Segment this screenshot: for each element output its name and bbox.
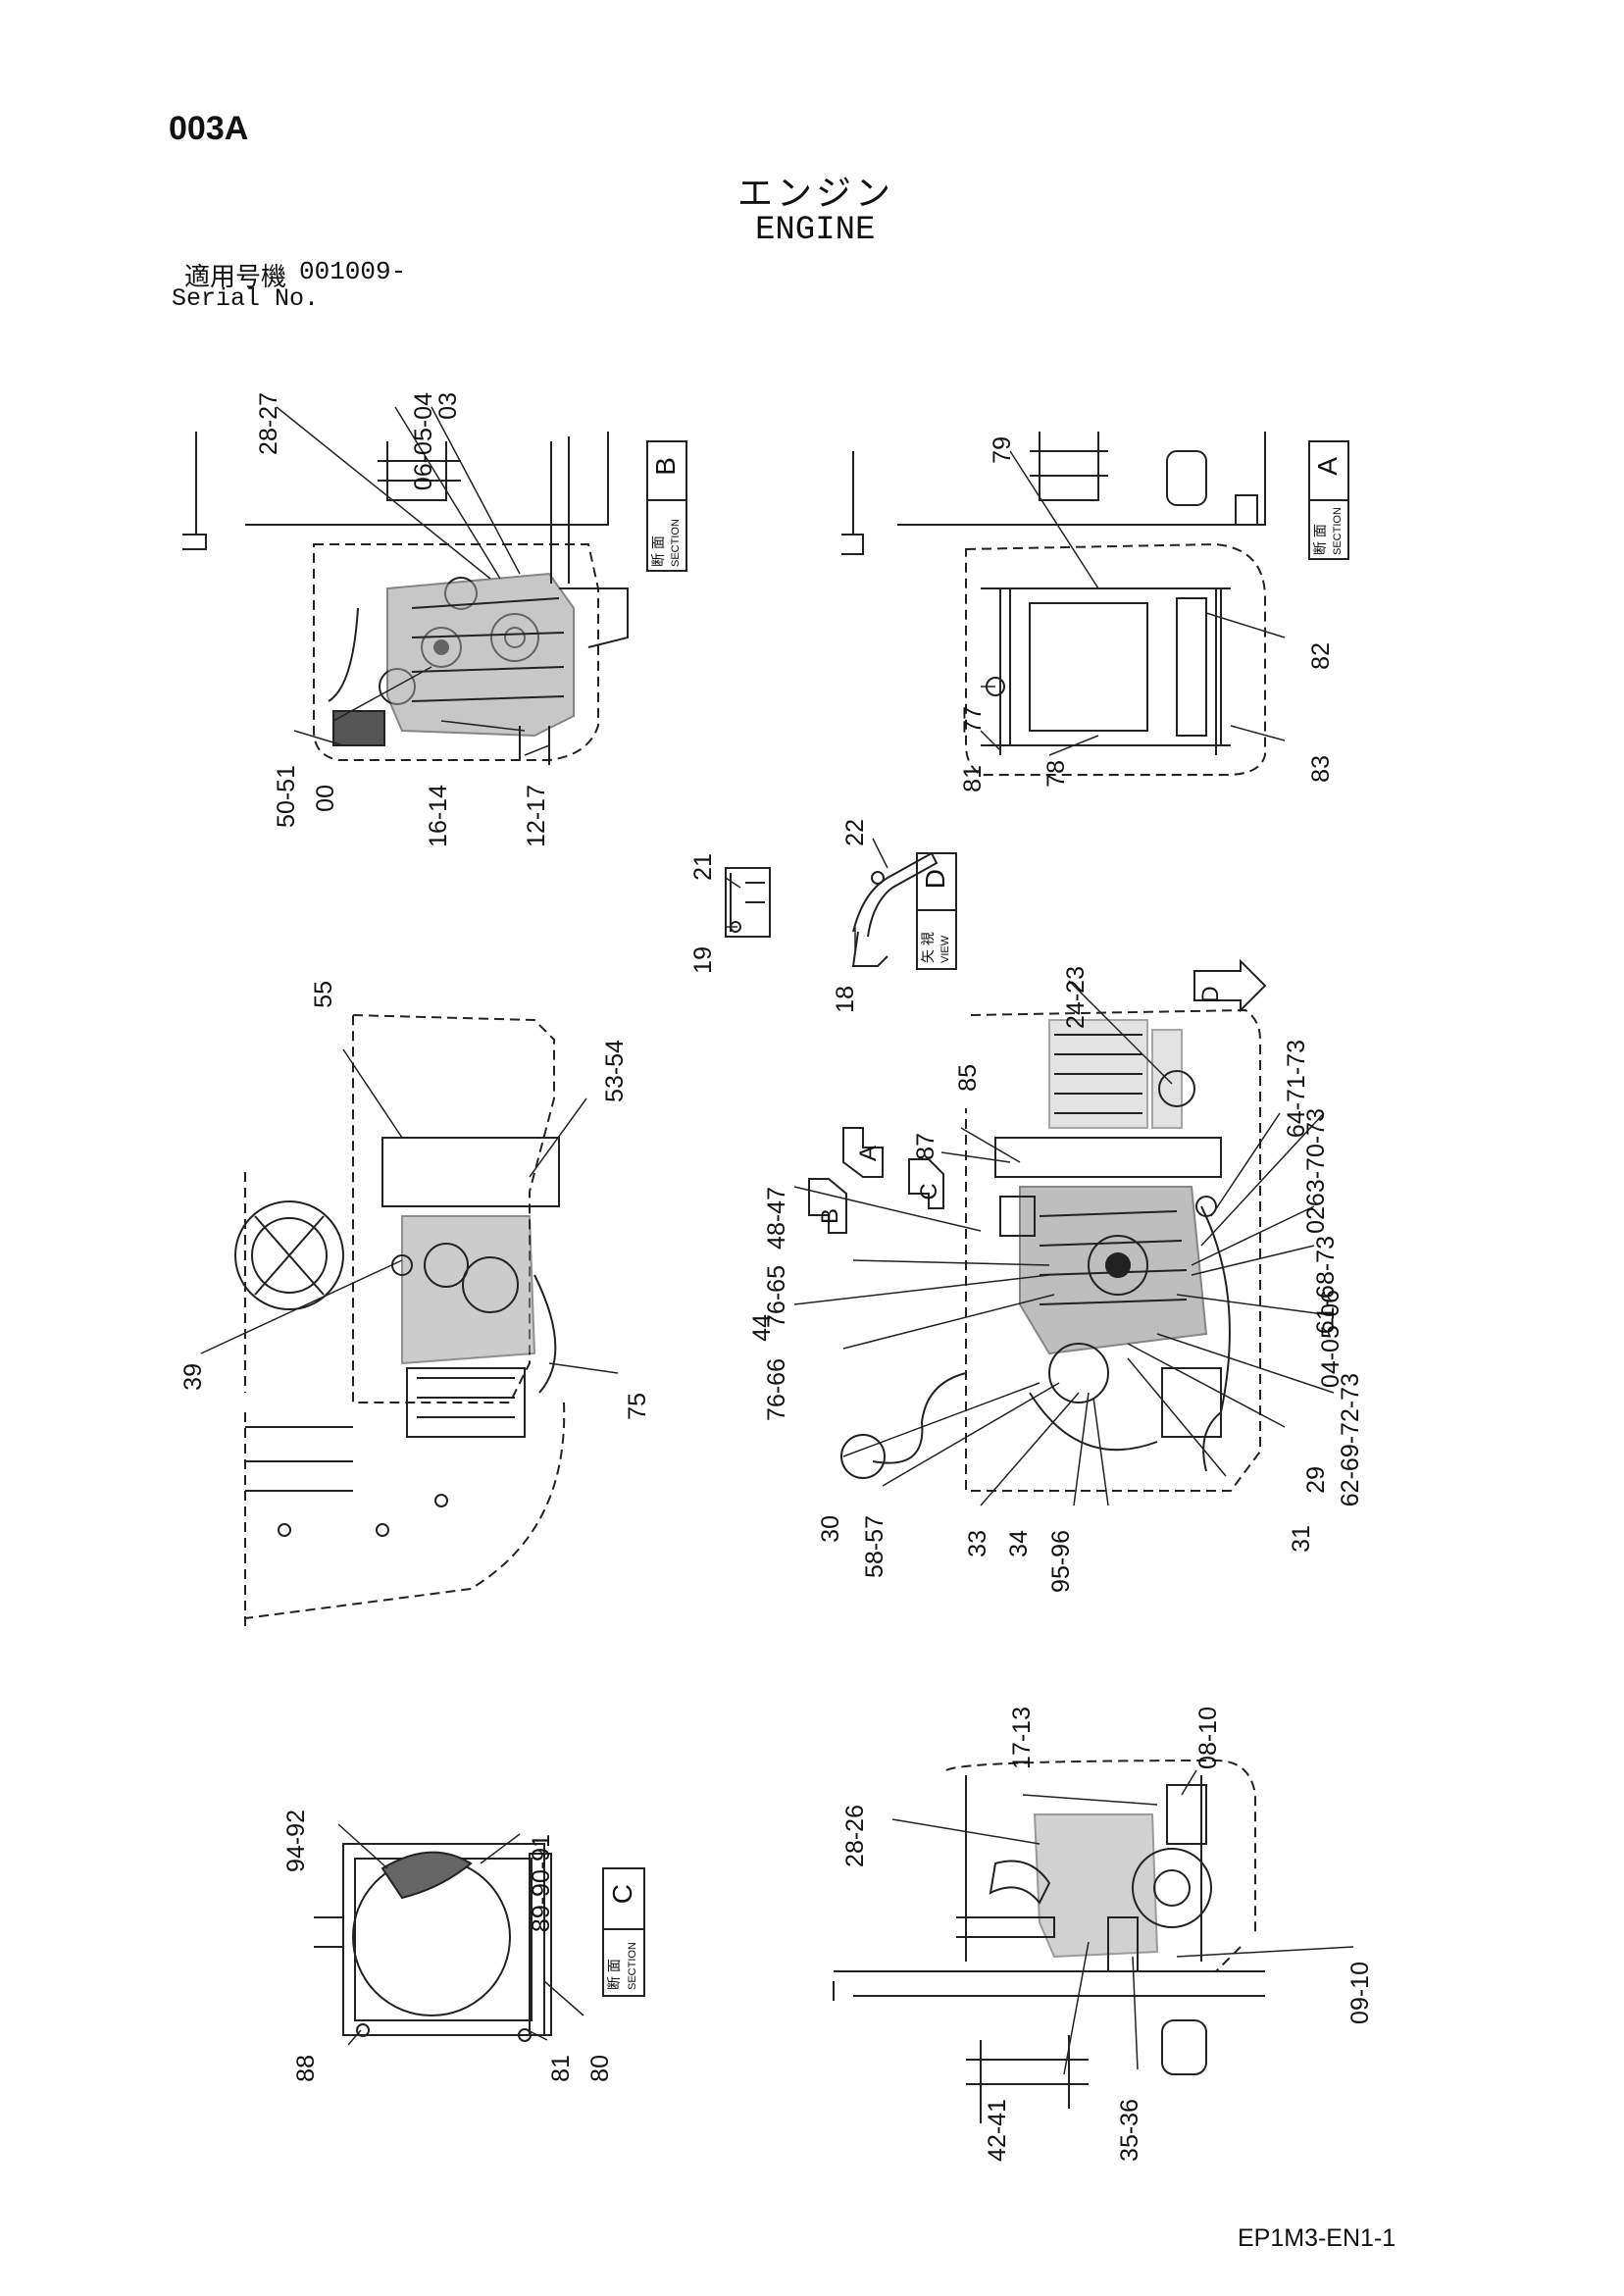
callout-label: 35-36 [1116, 2099, 1143, 2162]
callout-label: 64-71-73 [1283, 1040, 1310, 1138]
page-title: ENGINE [755, 212, 876, 249]
section-tag-d: D 矢 視 VIEW [916, 852, 957, 970]
callout-label: 55 [310, 981, 337, 1008]
callout-label: 58-57 [861, 1515, 888, 1578]
callout-label: 44 [748, 1314, 776, 1342]
callout-label: 16-14 [425, 785, 452, 847]
section-a-view [841, 432, 1266, 776]
section-tag-a-letter: A [1312, 457, 1343, 476]
callout-label: 00 [312, 785, 339, 812]
left-middle-view [234, 1013, 566, 1628]
callout-label: 12-17 [523, 785, 550, 847]
section-tag-a-kanji: 断 面 [1312, 524, 1328, 555]
callout-label: 75 [624, 1393, 651, 1420]
callout-label: 39 [179, 1363, 207, 1391]
callout-label: 89-90-91 [528, 1834, 555, 1932]
section-tag-d-kanji: 矢 視 [920, 932, 936, 963]
page-code: 003A [169, 110, 249, 147]
view-arrow-labels: D A C B [817, 986, 1224, 1224]
callout-label: 33 [964, 1530, 991, 1557]
callout-label: 19 [689, 946, 717, 974]
callout-label: 81 [547, 2055, 575, 2082]
section-tag-b-letter: B [650, 457, 681, 476]
callout-label: 78 [1042, 760, 1070, 788]
callout-label: 30 [817, 1515, 844, 1543]
callout-label: 63-70-73 [1302, 1108, 1330, 1206]
serial-label-japanese: 適用号機 [184, 262, 287, 291]
section-tag-d-letter: D [920, 869, 950, 889]
callout-label: 06-05-04 [410, 392, 437, 490]
callout-label: 24-23 [1062, 966, 1090, 1029]
callout-label: 18 [832, 986, 859, 1013]
section-tag-a: A 断 面 SECTION [1308, 440, 1349, 560]
callout-label: 88 [292, 2055, 320, 2082]
callout-label: 09-10 [1346, 1962, 1374, 2024]
callout-label: 61-68-73 [1312, 1236, 1340, 1334]
callout-label: 77 [959, 706, 987, 734]
callout-label: 31 [1288, 1525, 1315, 1553]
view-arrow-d-label: D [1197, 986, 1224, 1002]
callout-label: 02 [1302, 1206, 1330, 1234]
callout-label: 53-54 [601, 1040, 629, 1102]
section-tag-b-kanji: 断 面 [650, 536, 666, 567]
callout-label: 42-41 [984, 2099, 1011, 2162]
callout-label: 28-26 [841, 1805, 869, 1867]
callout-label: 21 [689, 853, 717, 881]
callout-label: 76-65 [763, 1265, 790, 1328]
callout-label: 80 [586, 2055, 614, 2082]
callout-label: 48-47 [763, 1187, 790, 1250]
callout-label: 62-69-72-73 [1337, 1373, 1364, 1506]
section-tag-d-sub: VIEW [939, 935, 951, 963]
section-tag-c-sub: SECTION [627, 1942, 638, 1990]
leader-lines [200, 406, 1354, 2075]
section-c-view [314, 1843, 552, 2042]
callout-label: 22 [841, 819, 869, 846]
view-arrow-a-label: A [855, 1146, 882, 1161]
callout-label: 29 [1302, 1466, 1330, 1494]
view-arrow-b-label: B [817, 1208, 843, 1224]
callout-label: 81 [959, 765, 987, 792]
callout-label: 95-96 [1047, 1530, 1075, 1593]
view-arrow-c-label: C [916, 1183, 942, 1199]
section-b-view [182, 432, 629, 765]
bottom-right-view [833, 1759, 1265, 2123]
callout-label: 85 [954, 1064, 982, 1092]
callout-label: 79 [989, 436, 1016, 464]
page-title-japanese: エンジン [737, 173, 895, 213]
section-tag-b-sub: SECTION [670, 519, 682, 567]
callout-label: 28-27 [255, 392, 282, 455]
center-main-view [840, 1008, 1261, 1492]
view-d-parts [725, 851, 939, 967]
callout-label: 03 [434, 392, 462, 420]
section-tag-c-letter: C [607, 1884, 637, 1904]
callout-label: 83 [1307, 755, 1335, 783]
callout-label: 34 [1005, 1530, 1033, 1557]
callout-label: 50-51 [273, 765, 300, 828]
callout-label: 76-66 [763, 1358, 790, 1421]
serial-number-value: 001009- [299, 257, 407, 286]
callout-label: 82 [1307, 642, 1335, 670]
callout-label: 04-05-06 [1317, 1290, 1345, 1388]
callout-label: 17-13 [1008, 1707, 1036, 1769]
callout-label: 94-92 [282, 1810, 310, 1872]
section-tag-c-kanji: 断 面 [606, 1959, 622, 1990]
callout-label: 08-10 [1194, 1707, 1222, 1769]
section-tag-c: C 断 面 SECTION [602, 1867, 645, 1997]
document-code: EP1M3-EN1-1 [1238, 2224, 1396, 2252]
serial-label: Serial No. [172, 284, 320, 313]
callout-label: 87 [912, 1133, 939, 1160]
view-arrows [808, 958, 1267, 1234]
section-tag-b: B 断 面 SECTION [646, 440, 687, 572]
section-tag-a-sub: SECTION [1332, 507, 1344, 555]
